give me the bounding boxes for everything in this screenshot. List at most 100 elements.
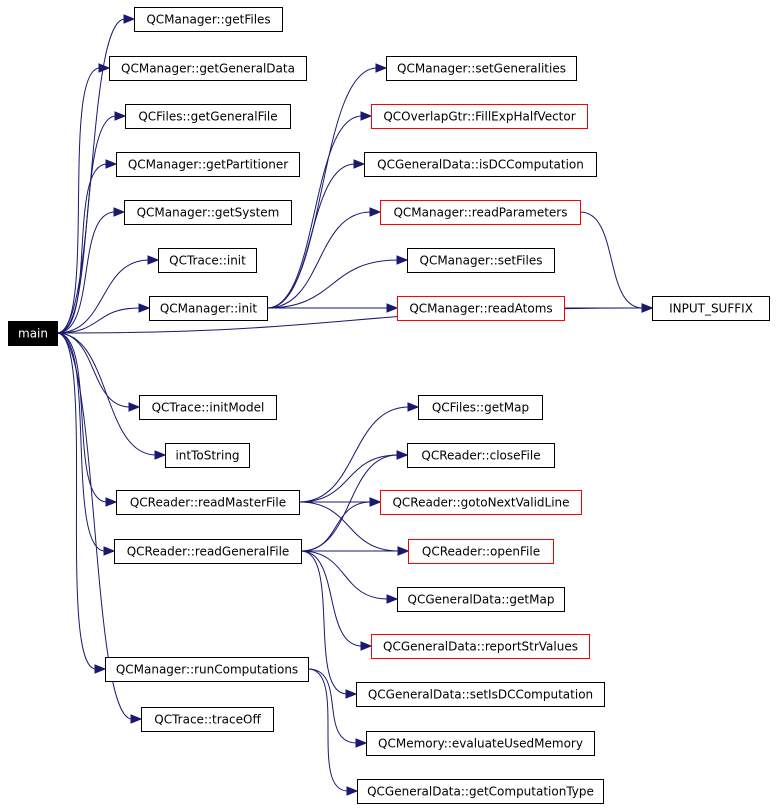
arrowhead-read-master-file	[105, 497, 118, 507]
node-run-computations[interactable]: QCManager::runComputations	[105, 657, 309, 682]
node-box[interactable]	[386, 56, 577, 81]
node-get-system[interactable]: QCManager::getSystem	[124, 200, 292, 225]
node-box[interactable]	[408, 539, 554, 564]
node-box[interactable]	[158, 248, 257, 273]
node-get-files[interactable]: QCManager::getFiles	[134, 7, 283, 32]
node-get-computation-type[interactable]: QCGeneralData::getComputationType	[357, 779, 604, 804]
node-label: QCReader::readGeneralFile	[127, 545, 290, 559]
node-box[interactable]	[407, 443, 555, 468]
node-box[interactable]	[380, 490, 582, 515]
node-trace-off[interactable]: QCTrace::traceOff	[141, 707, 274, 732]
node-get-general-data[interactable]: QCManager::getGeneralData	[109, 56, 307, 81]
arrowhead-get-partitioner	[105, 159, 118, 169]
node-box[interactable]	[8, 321, 58, 346]
node-box[interactable]	[418, 395, 543, 420]
node-label: QCManager::getGeneralData	[121, 62, 295, 76]
node-read-general-file[interactable]: QCReader::readGeneralFile	[114, 539, 302, 564]
node-box[interactable]	[371, 634, 590, 659]
node-manager-init[interactable]: QCManager::init	[149, 296, 268, 321]
arrowhead-fill-exp-half-vector	[360, 111, 373, 121]
node-get-partitioner[interactable]: QCManager::getPartitioner	[116, 152, 300, 177]
node-label: QCReader::gotoNextValidLine	[392, 496, 569, 510]
node-get-general-file[interactable]: QCFiles::getGeneralFile	[125, 104, 291, 129]
node-label: QCGeneralData::getComputationType	[367, 785, 594, 799]
node-read-atoms[interactable]: QCManager::readAtoms	[397, 296, 565, 321]
node-read-parameters[interactable]: QCManager::readParameters	[380, 200, 581, 225]
node-box[interactable]	[141, 707, 274, 732]
node-fill-exp-half-vector[interactable]: QCOverlapGtr::FillExpHalfVector	[371, 104, 588, 129]
node-box[interactable]	[652, 296, 770, 321]
node-gd-get-map[interactable]: QCGeneralData::getMap	[397, 587, 565, 612]
arrowhead-get-general-file	[114, 111, 127, 121]
node-box[interactable]	[357, 779, 604, 804]
node-label: QCReader::openFile	[422, 545, 540, 559]
node-box[interactable]	[114, 539, 302, 564]
node-box[interactable]	[105, 657, 309, 682]
node-box[interactable]	[380, 200, 581, 225]
node-box[interactable]	[371, 104, 588, 129]
node-report-str-values[interactable]: QCGeneralData::reportStrValues	[371, 634, 590, 659]
arrowhead-close-file	[396, 450, 409, 460]
node-box[interactable]	[109, 56, 307, 81]
node-set-files[interactable]: QCManager::setFiles	[407, 248, 555, 273]
node-goto-next-valid-line[interactable]: QCReader::gotoNextValidLine	[380, 490, 582, 515]
arrowhead-get-system	[113, 207, 126, 217]
node-int-to-string[interactable]: intToString	[165, 443, 250, 468]
node-label: intToString	[175, 449, 239, 463]
arrowhead-input-suffix	[641, 303, 654, 313]
edge-manager-init-to-is-dccomputation	[266, 163, 356, 309]
arrowhead-read-atoms	[386, 303, 399, 313]
node-box[interactable]	[124, 200, 292, 225]
arrowhead-is-dccomputation	[353, 159, 366, 169]
arrowhead-set-generalities	[375, 63, 388, 73]
node-box[interactable]	[125, 104, 291, 129]
node-init-model[interactable]: QCTrace::initModel	[139, 395, 277, 420]
node-box[interactable]	[139, 395, 277, 420]
arrowhead-files-get-map	[407, 402, 420, 412]
node-label: QCTrace::traceOff	[154, 713, 261, 727]
node-close-file[interactable]: QCReader::closeFile	[407, 443, 555, 468]
edge-main-to-get-general-data	[56, 67, 101, 334]
edge-read-general-file-to-goto-next-valid-line	[300, 501, 372, 552]
node-label: QCManager::init	[160, 302, 258, 316]
node-box[interactable]	[165, 443, 250, 468]
node-label: QCOverlapGtr::FillExpHalfVector	[383, 110, 575, 124]
arrowhead-trace-off	[130, 714, 143, 724]
node-box[interactable]	[356, 682, 605, 707]
node-is-dccomputation[interactable]: QCGeneralData::isDCComputation	[364, 152, 597, 177]
node-evaluate-used-memory[interactable]: QCMemory::evaluateUsedMemory	[366, 731, 595, 756]
node-files-get-map[interactable]: QCFiles::getMap	[418, 395, 543, 420]
node-main[interactable]: main	[8, 321, 58, 346]
node-input-suffix[interactable]: INPUT_SUFFIX	[652, 296, 770, 321]
node-open-file[interactable]: QCReader::openFile	[408, 539, 554, 564]
node-read-master-file[interactable]: QCReader::readMasterFile	[116, 490, 300, 515]
node-label: QCManager::getPartitioner	[128, 158, 288, 172]
nodes-layer: main QCManager::getFilesQCManager::getGen…	[8, 7, 770, 804]
edge-main-to-run-computations	[56, 332, 97, 670]
node-box[interactable]	[364, 152, 597, 177]
edge-read-parameters-to-input-suffix	[579, 211, 644, 309]
node-trace-init[interactable]: QCTrace::init	[158, 248, 257, 273]
arrowhead-read-general-file	[103, 546, 116, 556]
node-box[interactable]	[407, 248, 555, 273]
node-label: QCMemory::evaluateUsedMemory	[378, 737, 583, 751]
edge-main-to-get-partitioner	[56, 163, 108, 334]
edge-run-computations-to-evaluate-used-memory	[307, 668, 358, 744]
arrowhead-trace-init	[147, 255, 160, 265]
node-box[interactable]	[116, 152, 300, 177]
node-set-is-dccomputation[interactable]: QCGeneralData::setIsDCComputation	[356, 682, 605, 707]
node-box[interactable]	[397, 587, 565, 612]
edge-read-master-file-to-close-file	[298, 454, 399, 503]
arrowhead-gd-get-map	[386, 594, 399, 604]
node-label: QCTrace::initModel	[152, 401, 265, 415]
node-set-generalities[interactable]: QCManager::setGeneralities	[386, 56, 577, 81]
edge-manager-init-to-set-files	[266, 259, 399, 309]
node-box[interactable]	[149, 296, 268, 321]
node-box[interactable]	[366, 731, 595, 756]
arrowhead-init-model	[128, 402, 141, 412]
node-box[interactable]	[397, 296, 565, 321]
node-box[interactable]	[116, 490, 300, 515]
node-label: QCReader::closeFile	[421, 449, 540, 463]
node-box[interactable]	[134, 7, 283, 32]
arrowhead-get-computation-type	[346, 786, 359, 796]
